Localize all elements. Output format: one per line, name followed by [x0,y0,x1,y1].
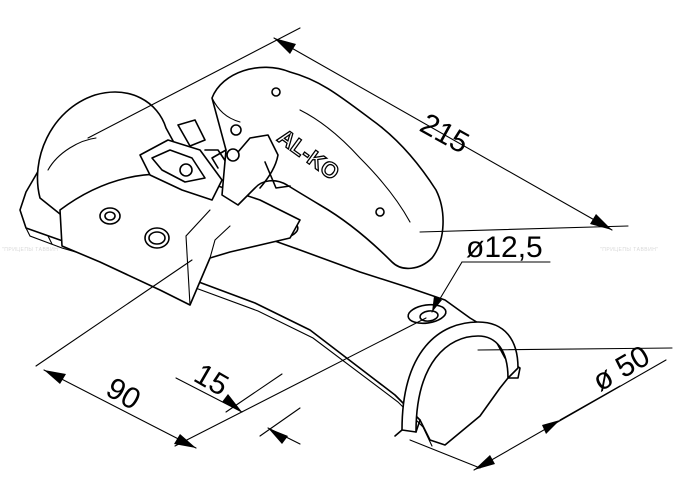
coupling-body [36,91,301,306]
dimension-15: 15 [175,357,301,445]
dimension-hole-diameter-label: ø12,5 [466,231,543,264]
dimension-215-label: 215 [415,107,475,160]
tube-saddle [394,321,519,437]
dimension-hole-diameter: ø12,5 [431,231,551,313]
watermark-right: "ПРИЦЕПЫ ТАВВИН" [600,247,659,253]
watermark-left: "ПРИЦЕПЫ ТАВВИН" [2,247,61,253]
dimension-90-label: 90 [101,371,146,416]
handle: AL-KO [211,66,444,270]
